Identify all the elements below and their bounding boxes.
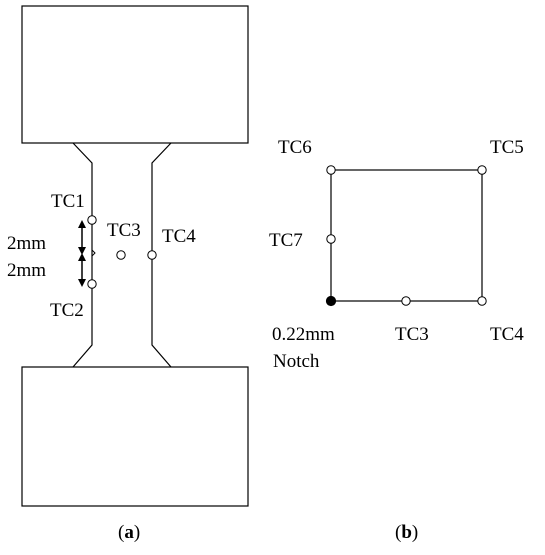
tc2-label: TC2: [50, 300, 84, 321]
tc5-point: [477, 165, 487, 175]
caption-b-open: (: [395, 522, 401, 543]
caption-a-close: ): [134, 522, 140, 543]
tc6-label: TC6: [278, 137, 312, 158]
tc5-label: TC5: [490, 137, 524, 158]
tc3-point-b: [401, 296, 411, 306]
tc3-label: TC3: [107, 220, 141, 241]
gauge-left-edge: [72, 142, 93, 368]
upper-grip: [21, 5, 249, 144]
lower-grip: [21, 366, 249, 507]
tc3-label-b: TC3: [395, 324, 429, 345]
tc3-point: [116, 250, 126, 260]
tc4-point: [147, 250, 157, 260]
tc6-point: [326, 165, 336, 175]
tc4-point-b: [477, 296, 487, 306]
tc4-label-b: TC4: [490, 324, 524, 345]
notch-label-line2: Notch: [273, 351, 320, 372]
notch-mark: [91, 249, 96, 257]
tc7-label: TC7: [269, 230, 303, 251]
tc7-point: [326, 234, 336, 244]
tc1-point: [87, 215, 97, 225]
tc1-label: TC1: [51, 191, 85, 212]
tc2-point: [87, 279, 97, 289]
caption-a-open: (: [118, 522, 124, 543]
cross-section: [330, 169, 483, 302]
panel-b-caption: (b): [395, 522, 418, 543]
panel-a: TC1 TC2 TC3 TC4 2mm 2mm (a): [7, 5, 249, 543]
panel-b: TC6 TC5 TC7 TC3 TC4 0.22mm Notch (b): [269, 137, 524, 543]
caption-b-close: ): [412, 522, 418, 543]
notch-point: [325, 295, 337, 307]
dimension-label-upper: 2mm: [7, 233, 46, 254]
dimension-label-lower: 2mm: [7, 260, 46, 281]
notch-label-line1: 0.22mm: [272, 324, 335, 345]
caption-a-letter: a: [124, 522, 134, 543]
tc4-label: TC4: [162, 226, 196, 247]
panel-a-caption: (a): [118, 522, 140, 543]
caption-b-letter: b: [401, 522, 412, 543]
